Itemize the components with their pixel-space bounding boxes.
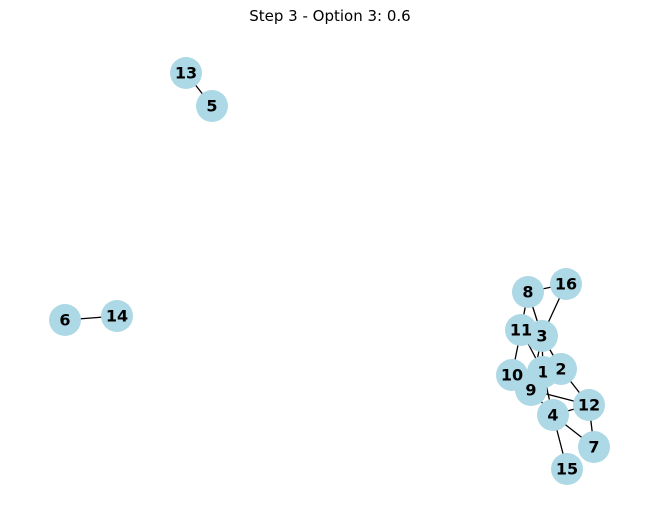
node-label-8: 8 bbox=[522, 283, 533, 302]
node-14: 14 bbox=[101, 300, 133, 332]
node-label-16: 16 bbox=[555, 275, 577, 294]
node-circle-16 bbox=[550, 268, 582, 300]
node-circle-11 bbox=[505, 314, 537, 346]
node-circle-13 bbox=[170, 57, 202, 89]
node-label-7: 7 bbox=[588, 438, 599, 457]
node-15: 15 bbox=[551, 453, 583, 485]
node-label-1: 1 bbox=[537, 363, 548, 382]
node-13: 13 bbox=[170, 57, 202, 89]
node-circle-8 bbox=[512, 276, 544, 308]
node-label-14: 14 bbox=[106, 307, 128, 326]
node-10: 10 bbox=[496, 359, 528, 391]
node-label-4: 4 bbox=[547, 406, 558, 425]
node-11: 11 bbox=[505, 314, 537, 346]
node-label-6: 6 bbox=[59, 311, 70, 330]
node-label-3: 3 bbox=[536, 327, 547, 346]
node-12: 12 bbox=[573, 389, 605, 421]
node-circle-12 bbox=[573, 389, 605, 421]
node-6: 6 bbox=[49, 304, 81, 336]
node-label-10: 10 bbox=[501, 366, 523, 385]
node-label-13: 13 bbox=[175, 64, 197, 83]
node-label-5: 5 bbox=[206, 97, 217, 116]
node-label-12: 12 bbox=[578, 396, 600, 415]
node-circle-10 bbox=[496, 359, 528, 391]
node-5: 5 bbox=[196, 90, 228, 122]
figure-title: Step 3 - Option 3: 0.6 bbox=[249, 7, 411, 25]
node-circle-2 bbox=[545, 353, 577, 385]
node-2: 2 bbox=[545, 353, 577, 385]
node-label-2: 2 bbox=[555, 360, 566, 379]
node-label-9: 9 bbox=[525, 381, 536, 400]
node-circle-5 bbox=[196, 90, 228, 122]
node-circle-6 bbox=[49, 304, 81, 336]
node-circle-14 bbox=[101, 300, 133, 332]
node-label-15: 15 bbox=[556, 460, 578, 479]
node-label-11: 11 bbox=[510, 321, 532, 340]
node-7: 7 bbox=[578, 431, 610, 463]
node-4: 4 bbox=[537, 399, 569, 431]
node-circle-15 bbox=[551, 453, 583, 485]
node-circle-4 bbox=[537, 399, 569, 431]
node-circle-7 bbox=[578, 431, 610, 463]
node-8: 8 bbox=[512, 276, 544, 308]
edges-layer bbox=[64, 72, 595, 470]
node-16: 16 bbox=[550, 268, 582, 300]
